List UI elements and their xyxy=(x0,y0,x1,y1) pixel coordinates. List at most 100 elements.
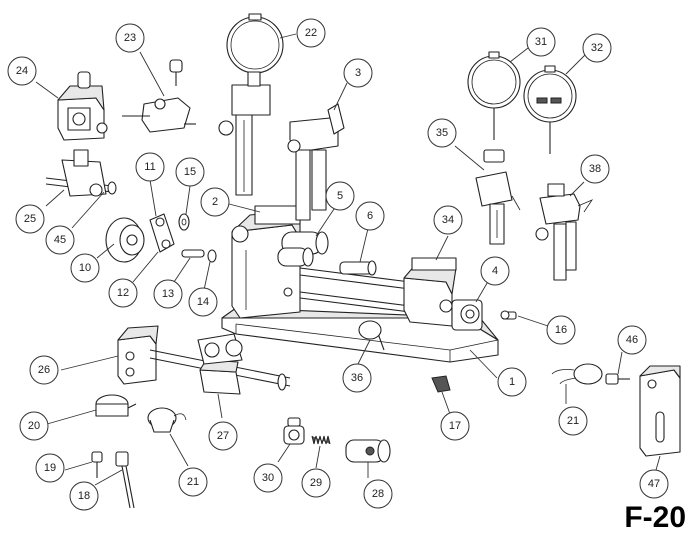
part-screw xyxy=(91,451,103,478)
svg-text:11: 11 xyxy=(144,161,155,173)
part-right-block xyxy=(403,257,457,327)
svg-text:6: 6 xyxy=(367,210,373,222)
callout-25: 25 xyxy=(15,204,45,234)
part-sensor-cap-right xyxy=(551,363,603,385)
svg-text:15: 15 xyxy=(184,166,196,178)
svg-text:35: 35 xyxy=(436,127,448,139)
svg-text:28: 28 xyxy=(372,488,384,500)
callout-45: 45 xyxy=(45,225,75,255)
callout-3: 3 xyxy=(343,58,373,88)
svg-text:14: 14 xyxy=(197,296,209,308)
callout-32: 32 xyxy=(582,33,612,63)
svg-text:34: 34 xyxy=(442,214,454,226)
callout-14: 14 xyxy=(188,287,218,317)
part-small-screw xyxy=(500,310,517,320)
callout-1: 1 xyxy=(497,367,527,397)
part-knurled-wheel xyxy=(105,217,145,263)
callout-22: 22 xyxy=(296,18,326,48)
svg-text:46: 46 xyxy=(626,334,638,346)
part-stand-bracket xyxy=(287,103,345,221)
svg-text:32: 32 xyxy=(591,42,603,54)
part-spacer xyxy=(107,181,117,195)
part-sensor-body xyxy=(95,394,137,417)
callout-17: 17 xyxy=(440,411,470,441)
callout-23: 23 xyxy=(115,23,145,53)
part-knurled-nut xyxy=(283,417,305,445)
callout-6: 6 xyxy=(355,201,385,231)
svg-text:1: 1 xyxy=(509,376,515,388)
svg-text:2: 2 xyxy=(212,196,218,208)
svg-text:3: 3 xyxy=(355,67,361,79)
callout-29: 29 xyxy=(301,468,331,498)
callout-26: 26 xyxy=(29,355,59,385)
part-dial-indicator-31 xyxy=(467,51,521,140)
svg-text:19: 19 xyxy=(44,462,56,474)
svg-text:18: 18 xyxy=(78,490,90,502)
part-screw-46 xyxy=(605,373,630,385)
callout-36: 36 xyxy=(342,363,372,393)
svg-text:12: 12 xyxy=(117,287,129,299)
callout-4: 4 xyxy=(480,256,510,286)
part-slotted-plate xyxy=(639,365,681,457)
callout-47: 47 xyxy=(639,469,669,499)
svg-text:10: 10 xyxy=(79,262,91,274)
callout-28: 28 xyxy=(363,479,393,509)
part-clamp-screw xyxy=(122,59,196,133)
callout-46: 46 xyxy=(617,325,647,355)
svg-text:5: 5 xyxy=(337,190,343,202)
part-washer xyxy=(178,213,190,231)
svg-text:38: 38 xyxy=(589,163,601,175)
part-sensor-cap-left xyxy=(147,407,187,433)
callout-15: 15 xyxy=(175,157,205,187)
part-spring xyxy=(311,435,331,445)
svg-text:30: 30 xyxy=(262,472,274,484)
callout-11: 11 xyxy=(135,152,165,182)
callout-27: 27 xyxy=(208,421,238,451)
svg-text:13: 13 xyxy=(162,288,174,300)
callout-34: 34 xyxy=(433,205,463,235)
svg-text:20: 20 xyxy=(28,420,40,432)
svg-text:16: 16 xyxy=(555,324,567,336)
part-dial-gauge-stand xyxy=(218,13,284,196)
part-clamp-block xyxy=(57,71,108,141)
svg-text:21: 21 xyxy=(567,415,579,427)
part-bracket-assembly xyxy=(535,183,594,281)
svg-text:24: 24 xyxy=(16,65,28,77)
svg-text:27: 27 xyxy=(217,430,229,442)
part-knob xyxy=(358,320,385,351)
svg-text:25: 25 xyxy=(24,213,36,225)
callout-2: 2 xyxy=(200,187,230,217)
callout-18: 18 xyxy=(69,481,99,511)
part-probe-rod xyxy=(115,451,135,509)
svg-text:47: 47 xyxy=(648,478,660,490)
part-pin-small xyxy=(181,249,217,263)
part-sliding-carriage xyxy=(197,333,243,395)
callout-30: 30 xyxy=(253,463,283,493)
svg-text:22: 22 xyxy=(305,27,317,39)
svg-text:29: 29 xyxy=(310,477,322,489)
svg-text:31: 31 xyxy=(535,36,547,48)
callout-21-left: 21 xyxy=(178,467,208,497)
svg-text:36: 36 xyxy=(351,372,363,384)
part-indicator-holder xyxy=(475,149,521,245)
callout-16: 16 xyxy=(546,315,576,345)
part-wedge xyxy=(431,375,451,393)
callout-24: 24 xyxy=(7,56,37,86)
figure-label: F-20 xyxy=(624,501,686,534)
callout-38: 38 xyxy=(580,154,610,184)
callout-13: 13 xyxy=(153,279,183,309)
callout-5: 5 xyxy=(325,181,355,211)
part-guide-rods xyxy=(299,267,411,313)
callout-35: 35 xyxy=(427,118,457,148)
callout-31: 31 xyxy=(526,27,556,57)
callout-12: 12 xyxy=(108,278,138,308)
callout-20: 20 xyxy=(19,411,49,441)
part-pin xyxy=(339,260,377,276)
svg-text:21: 21 xyxy=(187,476,199,488)
svg-text:23: 23 xyxy=(124,32,136,44)
svg-text:26: 26 xyxy=(38,364,50,376)
callout-10: 10 xyxy=(70,253,100,283)
svg-text:45: 45 xyxy=(54,234,66,246)
callout-21-right: 21 xyxy=(558,406,588,436)
